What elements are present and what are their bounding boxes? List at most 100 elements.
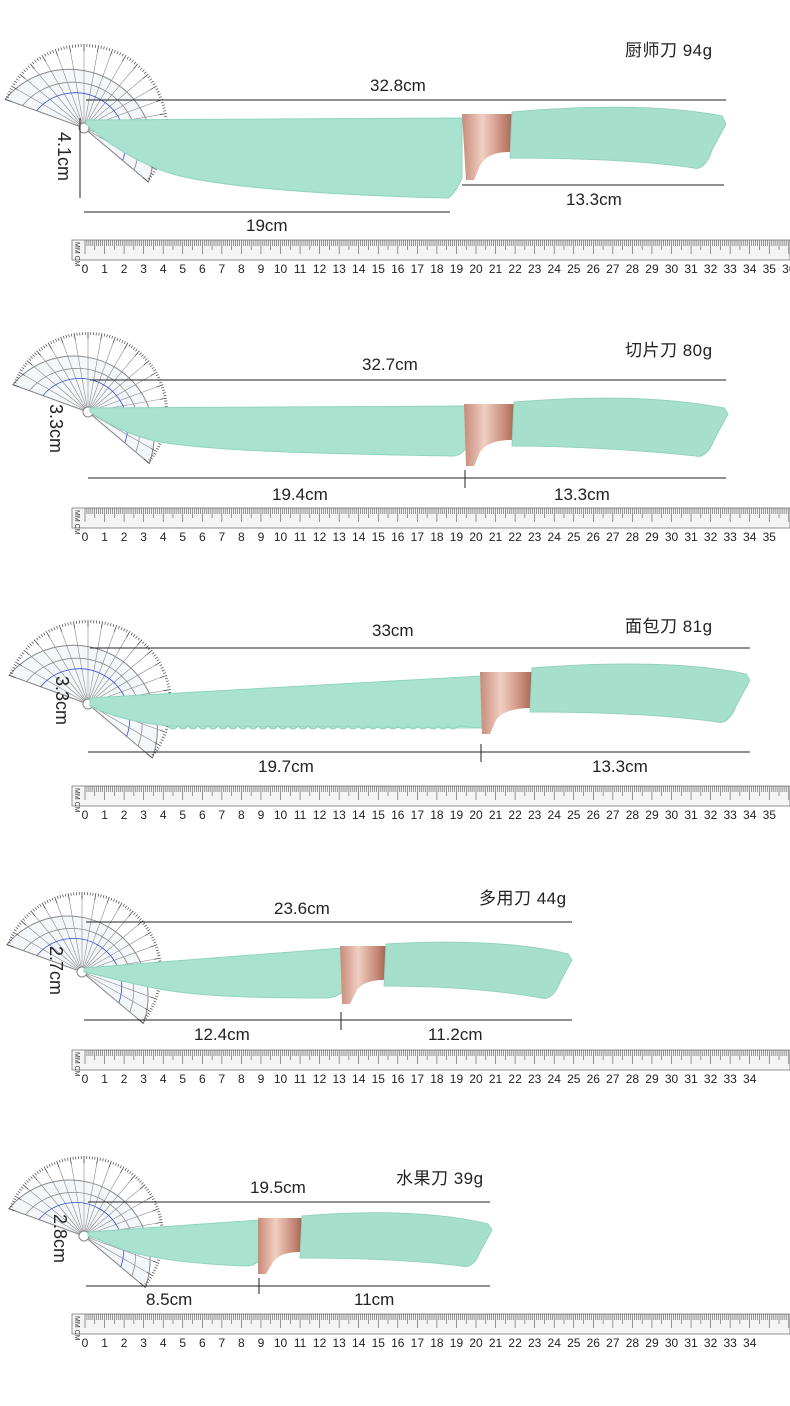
ruler-number: 35 [763,808,777,822]
protractor-spoke [73,621,89,705]
protractor-tick [114,624,118,632]
protractor-tick [150,166,157,171]
ruler-number: 30 [665,1336,679,1350]
protractor-tick [15,926,19,930]
protractor-tick [121,339,124,343]
protractor-tick [24,916,27,919]
protractor-tick [36,905,40,909]
protractor-tick [138,918,142,921]
protractor-tick [67,893,70,901]
protractor-tick [41,902,46,909]
ruler-number: 10 [274,1072,288,1086]
protractor-tick [106,896,110,904]
protractor-tick [151,448,158,453]
ruler-number: 9 [258,262,265,276]
protractor-tick [120,1166,125,1173]
protractor-tick [147,177,151,180]
protractor-tick [119,52,122,56]
ruler-number: 27 [606,1336,620,1350]
ruler-number: 3 [140,262,147,276]
protractor-spoke [23,649,89,705]
protractor-icon [7,1156,164,1289]
ruler-number: 21 [489,1336,503,1350]
protractor-tick [22,918,26,921]
ruler-number: 33 [723,1072,737,1086]
protractor-tick [157,1259,161,1262]
protractor-spoke [87,360,150,413]
protractor-tick [68,334,70,338]
ruler-number: 22 [508,808,522,822]
protractor-tick [9,1205,13,1208]
protractor-tick [137,637,140,641]
protractor-tick [150,364,153,368]
protractor-tick [36,350,42,357]
protractor-tick [147,929,151,932]
protractor-spoke [83,1174,136,1237]
protractor-spoke [67,893,83,973]
ruler-number: 0 [82,1072,89,1086]
protractor-tick [146,645,149,648]
protractor-spoke [87,639,143,705]
protractor-tick [28,1178,31,1181]
protractor-tick [11,85,18,90]
protractor-tick [46,899,49,903]
ruler-number: 26 [587,530,601,544]
protractor-tick [10,1203,14,1206]
protractor-tick [65,893,67,897]
ruler-number: 11 [294,262,307,276]
protractor-tick [144,1283,148,1286]
ruler-number: 12 [313,808,327,822]
protractor-tick [139,1184,146,1190]
ruler-number: 15 [372,530,386,544]
protractor-tick [144,643,147,646]
protractor-tick [115,899,118,903]
ruler-number: 4 [160,262,167,276]
knife-blade [89,405,467,457]
protractor-tick [15,376,19,379]
ruler-number: 1 [101,262,108,276]
protractor-tick [107,1159,110,1163]
ruler-number: 17 [411,808,425,822]
protractor-tick [32,908,35,912]
protractor-spoke [43,1166,85,1237]
protractor-tick [150,456,153,460]
protractor-spoke [15,661,89,705]
protractor-tick [60,336,64,344]
ruler-unit-label: MM CM [73,1316,80,1341]
ruler-number: 29 [645,1072,659,1086]
protractor-tick [25,67,28,70]
protractor-tick [102,1158,104,1162]
protractor-tick [155,995,159,998]
total-length-label: 32.8cm [370,76,426,95]
ruler-number: 16 [391,1336,405,1350]
protractor-tick [146,1188,149,1192]
protractor-tick [135,914,138,917]
protractor-tick [129,908,132,912]
protractor-tick [52,339,55,343]
protractor-tick [18,656,22,659]
protractor-tick [102,895,105,899]
protractor-tick [50,341,53,345]
protractor-tick [152,1002,156,1005]
ruler-number: 33 [723,1336,737,1350]
protractor-tick [110,48,114,56]
total-length-label: 32.7cm [362,355,418,374]
protractor-tick [46,52,49,56]
ruler-number: 29 [645,262,659,276]
knife-handle [383,941,573,999]
protractor-tick [152,83,156,86]
protractor-tick [160,674,168,678]
ruler-number: 6 [199,1336,206,1350]
protractor-tick [38,1169,42,1173]
ruler-number: 32 [704,1336,718,1350]
protractor-tick [55,338,58,342]
protractor-tick [60,47,63,51]
protractor-tick [137,1178,140,1181]
knife-handle [509,106,727,169]
ruler-number: 9 [258,1072,265,1086]
ruler-number: 7 [219,262,226,276]
protractor-tick [5,96,10,98]
